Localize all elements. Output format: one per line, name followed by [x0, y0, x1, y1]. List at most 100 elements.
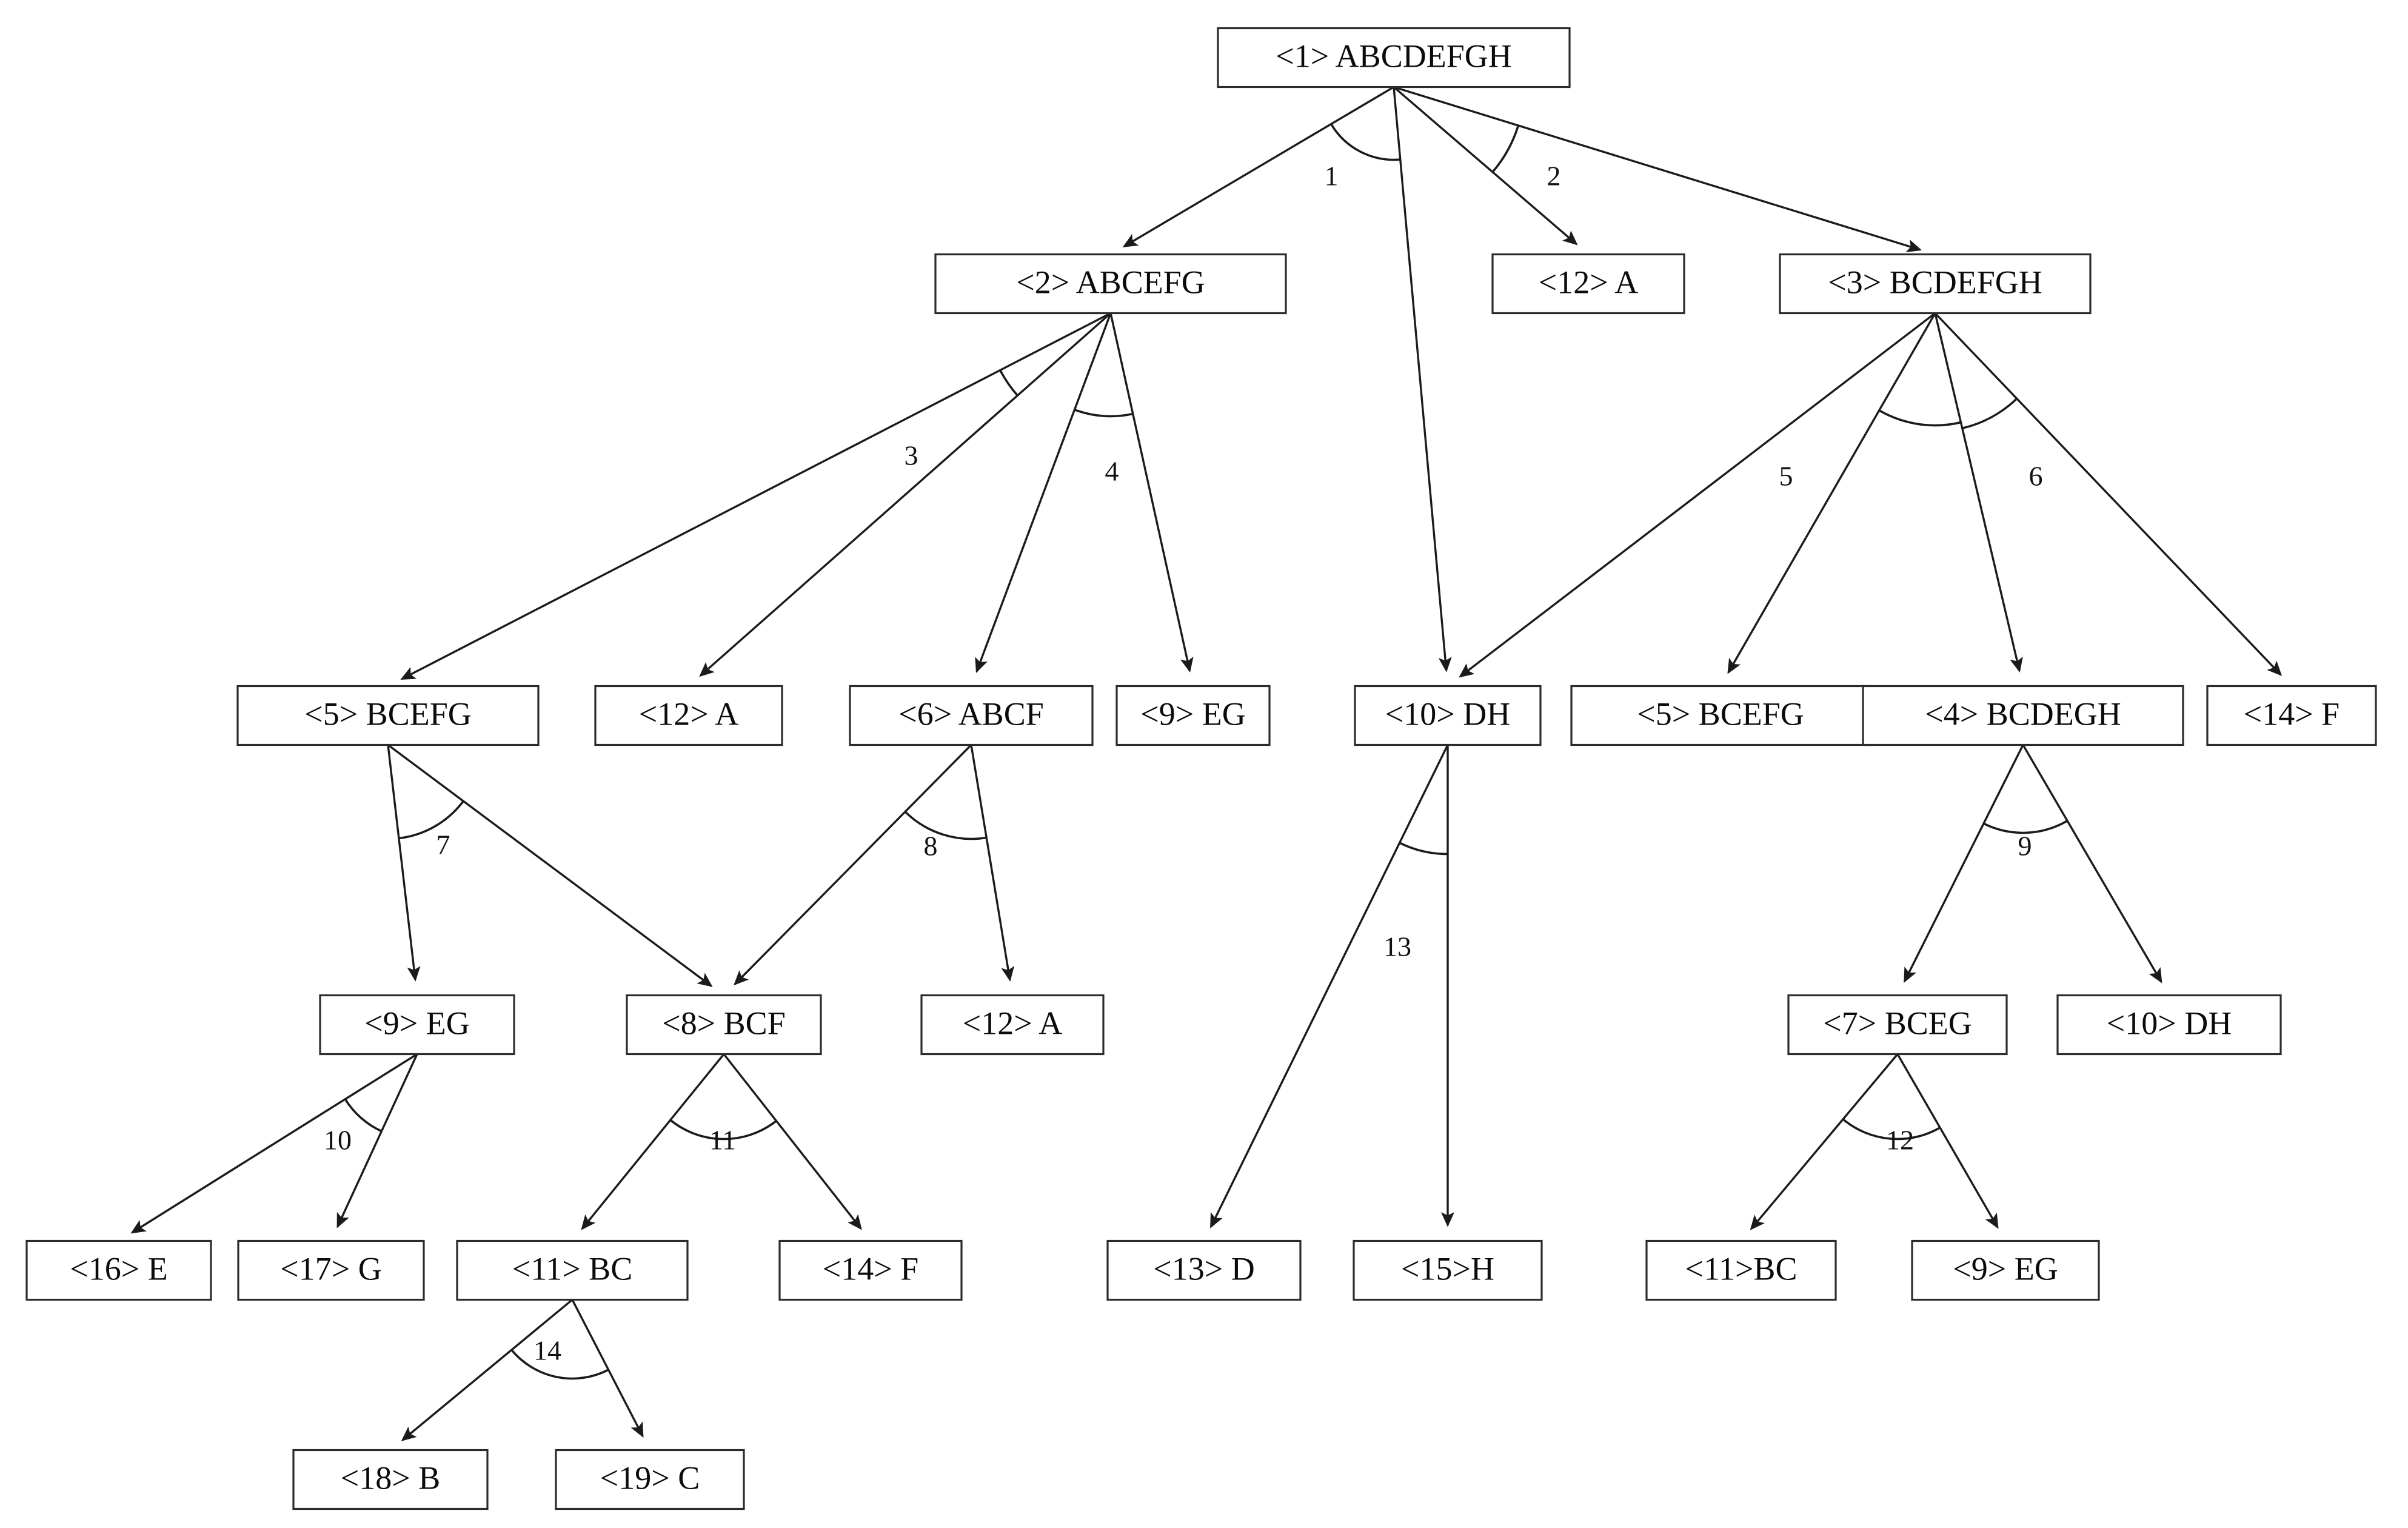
tree-edge [1750, 1053, 1899, 1230]
node-label: <8> BCF [662, 1005, 785, 1041]
angle-label: 9 [2018, 831, 2032, 862]
tree-node[interactable]: <10> DH [1354, 685, 1542, 746]
tree-node[interactable]: <4> BCDEGH [1862, 685, 2184, 746]
tree-edge [130, 1053, 418, 1234]
tree-node[interactable]: <15>H [1353, 1239, 1543, 1301]
node-box [594, 685, 783, 746]
tree-edge [1727, 312, 1936, 674]
angle-label: 4 [1105, 456, 1119, 487]
node-box [237, 1239, 425, 1301]
tree-node[interactable]: <14> F [2206, 685, 2377, 746]
angle-label: 12 [1886, 1125, 1914, 1156]
tree-node[interactable]: <11> BC [456, 1239, 689, 1301]
tree-node[interactable]: <17> G [237, 1239, 425, 1301]
tree-edge [1459, 312, 1936, 678]
tree-node[interactable]: <5> BCEFG [1570, 685, 1871, 746]
node-label: <12> A [639, 695, 738, 732]
tree-node[interactable]: <9> EG [1115, 685, 1271, 746]
node-label: <6> ABCF [898, 695, 1044, 732]
node-box [1354, 685, 1542, 746]
tree-node[interactable]: <10> DH [2056, 994, 2282, 1056]
node-layer: <1> ABCDEFGH <2> ABCEFG <12> A <3> BCDEFGH <… [25, 27, 2377, 1510]
node-box [1911, 1239, 2100, 1301]
tree-node[interactable]: <11>BC [1645, 1239, 1837, 1301]
tree-node[interactable]: <19> C [555, 1449, 745, 1510]
node-label: <2> ABCEFG [1016, 264, 1205, 300]
angle-label: 5 [1779, 461, 1793, 492]
angle-mark-layer [344, 123, 2068, 1380]
tree-node[interactable]: <1> ABCDEFGH [1217, 27, 1571, 89]
tree-edge [975, 312, 1112, 674]
node-box [25, 1239, 212, 1301]
node-label: <7> BCEG [1823, 1005, 1972, 1041]
angle-arc [1399, 842, 1448, 856]
tree-edge [723, 1053, 862, 1230]
tree-edge [1209, 744, 1449, 1228]
angle-label: 11 [709, 1125, 736, 1156]
angle-label: 8 [924, 831, 938, 862]
tree-node[interactable]: <7> BCEG [1787, 994, 2008, 1056]
tree-edge [1393, 85, 1922, 253]
tree-edge [1934, 312, 2283, 676]
tree-node[interactable]: <16> E [25, 1239, 212, 1301]
tree-edge [1904, 744, 2024, 983]
node-box [1115, 685, 1271, 746]
node-box [1106, 1239, 1302, 1301]
tree-node[interactable]: <12> A [1491, 253, 1685, 315]
node-label: <18> B [341, 1459, 440, 1496]
tree-node[interactable]: <9> EG [1911, 1239, 2100, 1301]
angle-label: 2 [1547, 161, 1561, 192]
tree-node[interactable]: <5> BCEFG [236, 685, 540, 746]
node-box [920, 994, 1105, 1056]
angle-label: 6 [2029, 461, 2043, 492]
angle-arc [1878, 409, 1961, 427]
node-label: <5> BCEFG [304, 695, 471, 732]
angle-arc [1330, 123, 1400, 161]
tree-edge [1122, 86, 1394, 247]
tree-node[interactable]: <18> B [292, 1449, 489, 1510]
angle-arc [344, 1098, 383, 1133]
node-label: <9> EG [1953, 1250, 2058, 1287]
node-box [849, 685, 1094, 746]
node-box [1570, 685, 1871, 746]
tree-edge [571, 1299, 644, 1438]
tree-edge [1393, 86, 1578, 246]
tree-edge [2022, 744, 2162, 983]
node-box [456, 1239, 689, 1301]
node-label: <11>BC [1685, 1250, 1798, 1287]
node-box [555, 1449, 745, 1510]
node-box [1217, 27, 1571, 89]
tree-node[interactable]: <2> ABCEFG [934, 253, 1287, 315]
node-box [934, 253, 1287, 315]
tree-node[interactable]: <12> A [920, 994, 1105, 1056]
node-label: <9> EG [1140, 695, 1245, 732]
tree-edge [1109, 313, 1194, 673]
node-label: <12> A [963, 1005, 1062, 1041]
node-label: <14> F [823, 1250, 918, 1287]
tree-node[interactable]: <8> BCF [626, 994, 822, 1056]
angle-arc [1962, 398, 2018, 430]
node-label: <9> EG [364, 1005, 469, 1041]
tree-node[interactable]: <12> A [594, 685, 783, 746]
angle-arc [398, 800, 464, 840]
tree-node[interactable]: <13> D [1106, 1239, 1302, 1301]
node-label: <10> DH [1385, 695, 1510, 732]
angle-arc [669, 1119, 777, 1141]
tree-edge [1934, 313, 2023, 673]
angle-label: 13 [1383, 931, 1411, 962]
tree-edge [401, 1299, 574, 1441]
tree-node[interactable]: <3> BCDEFGH [1779, 253, 2092, 315]
angle-arc [999, 369, 1018, 397]
angle-label: 3 [905, 440, 918, 471]
edge-layer [130, 85, 2283, 1441]
node-label: <12> A [1539, 264, 1638, 300]
tree-edge [387, 745, 421, 982]
node-label: <19> C [600, 1459, 700, 1496]
tree-node[interactable]: <6> ABCF [849, 685, 1094, 746]
tree-node[interactable]: <14> F [778, 1239, 963, 1301]
node-label: <4> BCDEGH [1925, 695, 2121, 732]
tree-node[interactable]: <9> EG [319, 994, 515, 1056]
angle-arc [1074, 409, 1134, 418]
